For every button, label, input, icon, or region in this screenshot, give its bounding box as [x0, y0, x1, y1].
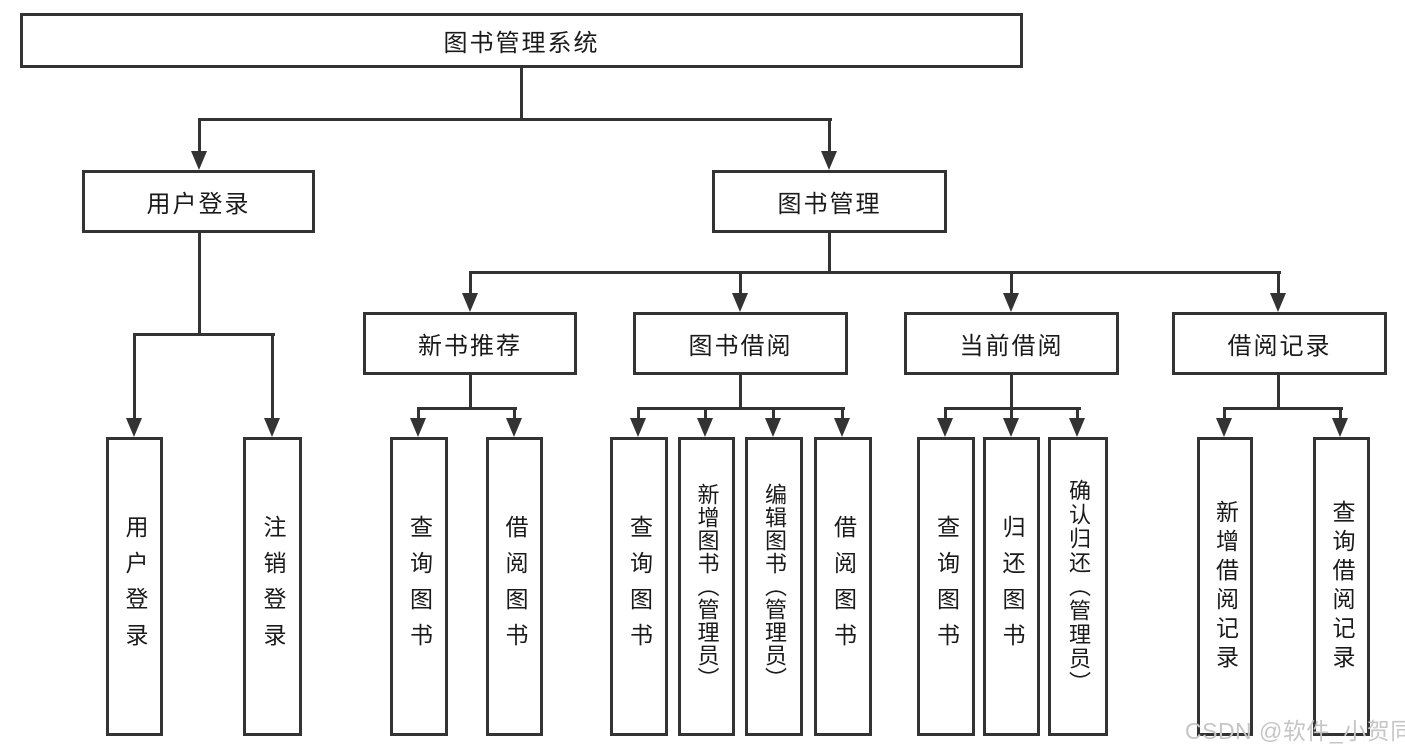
connector-line [198, 118, 832, 121]
watermark: CSDN @软件_小贺同学 [1185, 718, 1405, 744]
connector-line [198, 232, 201, 336]
arrowhead-down-icon [1003, 293, 1019, 312]
connector-line [417, 407, 420, 423]
arrowhead-down-icon [697, 418, 713, 437]
leaf-add-borrow-record: 新增借阅记录 [1197, 437, 1253, 736]
node-label: 图书管理系统 [443, 30, 600, 57]
leaf-borrow-books-recommend: 借阅图书 [486, 437, 543, 736]
arrowhead-down-icon [821, 151, 837, 170]
leaf-query-books-current: 查询图书 [917, 437, 975, 736]
connector-line [841, 407, 844, 423]
node-book-management: 图书管理 [712, 170, 947, 233]
leaf-label: 查询借阅记录 [1329, 499, 1355, 674]
node-label: 借阅记录 [1227, 333, 1332, 360]
arrowhead-down-icon [126, 418, 142, 437]
arrowhead-down-icon [506, 418, 522, 437]
arrowhead-down-icon [834, 418, 850, 437]
leaf-add-books-admin: 新增图书（管理员） [678, 437, 735, 736]
connector-line [772, 407, 775, 423]
leaf-query-borrow-record: 查询借阅记录 [1313, 437, 1370, 736]
arrowhead-down-icon [410, 418, 426, 437]
arrowhead-down-icon [1270, 293, 1286, 312]
node-label: 当前借阅 [959, 333, 1064, 360]
connector-line [1277, 271, 1280, 297]
leaf-label: 新增借阅记录 [1212, 499, 1239, 674]
connector-line [1223, 407, 1226, 423]
leaf-label: 确认归还（管理员） [1066, 478, 1091, 695]
leaf-label: 注销登录 [260, 514, 286, 659]
leaf-query-books-recommend: 查询图书 [390, 437, 448, 736]
arrowhead-down-icon [462, 293, 478, 312]
leaf-query-books-borrow: 查询图书 [610, 437, 668, 736]
connector-line [1010, 271, 1013, 297]
leaf-user-login: 用户登录 [106, 437, 163, 736]
connector-line [133, 333, 275, 336]
leaf-confirm-return-admin: 确认归还（管理员） [1048, 437, 1108, 736]
connector-line [828, 232, 831, 274]
connector-line [198, 118, 201, 152]
connector-line [637, 407, 845, 410]
leaf-label: 归还图书 [999, 514, 1025, 659]
leaf-label: 借阅图书 [830, 514, 857, 659]
node-user-login: 用户登录 [82, 170, 315, 233]
connector-line [1223, 407, 1343, 410]
node-new-book-recommend: 新书推荐 [363, 312, 577, 375]
node-book-borrow: 图书借阅 [633, 312, 848, 375]
leaf-edit-books-admin: 编辑图书（管理员） [745, 437, 803, 736]
leaf-borrow-books: 借阅图书 [814, 437, 872, 736]
connector-line [133, 333, 136, 421]
connector-line [271, 333, 274, 421]
leaf-return-books: 归还图书 [983, 437, 1040, 736]
leaf-label: 查询图书 [406, 514, 433, 659]
connector-line [739, 374, 742, 410]
arrowhead-down-icon [732, 293, 748, 312]
arrowhead-down-icon [1003, 418, 1019, 437]
connector-line [1277, 374, 1280, 410]
leaf-label: 查询图书 [933, 514, 960, 659]
arrowhead-down-icon [1216, 418, 1232, 437]
leaf-label: 借阅图书 [502, 514, 528, 659]
connector-line [520, 66, 523, 120]
node-current-borrow: 当前借阅 [904, 312, 1119, 375]
connector-line [417, 407, 517, 410]
arrowhead-down-icon [1332, 418, 1348, 437]
connector-line [1010, 374, 1013, 410]
connector-line [469, 271, 472, 297]
connector-line [1339, 407, 1342, 423]
node-label: 图书管理 [777, 191, 882, 218]
arrowhead-down-icon [1069, 418, 1085, 437]
connector-line [1010, 407, 1013, 423]
connector-line [704, 407, 707, 423]
arrowhead-down-icon [264, 418, 280, 437]
leaf-label: 新增图书（管理员） [694, 483, 720, 690]
node-label: 用户登录 [146, 191, 251, 218]
connector-line [513, 407, 516, 423]
node-label: 图书借阅 [688, 333, 793, 360]
node-borrow-records: 借阅记录 [1172, 312, 1387, 375]
connector-line [637, 407, 640, 423]
node-label: 新书推荐 [418, 333, 522, 360]
connector-line [944, 407, 947, 423]
node-library-management-system: 图书管理系统 [20, 13, 1023, 68]
leaf-logout: 注销登录 [243, 437, 302, 736]
arrowhead-down-icon [765, 418, 781, 437]
leaf-label: 查询图书 [626, 514, 653, 659]
leaf-label: 编辑图书（管理员） [762, 483, 787, 690]
arrowhead-down-icon [937, 418, 953, 437]
connector-line [469, 374, 472, 410]
connector-line [828, 118, 831, 152]
connector-line [1076, 407, 1079, 423]
arrowhead-down-icon [630, 418, 646, 437]
leaf-label: 用户登录 [122, 514, 148, 659]
connector-line [739, 271, 742, 297]
connector-line [469, 271, 1281, 274]
arrowhead-down-icon [191, 151, 207, 170]
